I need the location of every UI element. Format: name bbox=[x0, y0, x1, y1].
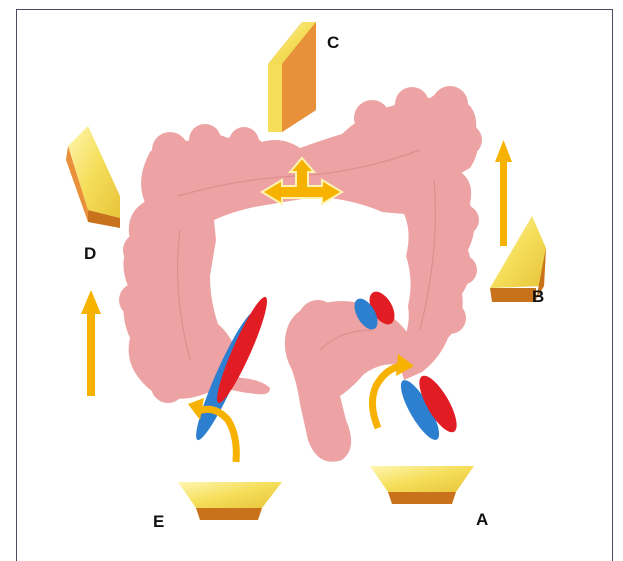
trocar-wedge-icon bbox=[66, 126, 120, 228]
label-b: B bbox=[532, 287, 544, 307]
trocar-wedge-icon bbox=[370, 466, 474, 504]
trocar-wedge-icon bbox=[268, 22, 316, 132]
arrow-up-right bbox=[495, 140, 512, 246]
curved-arrow-left bbox=[188, 398, 236, 462]
label-c: C bbox=[327, 33, 339, 53]
arrow-up-left bbox=[81, 290, 101, 396]
label-e: E bbox=[153, 512, 164, 532]
label-d: D bbox=[84, 244, 96, 264]
label-a: A bbox=[476, 510, 488, 530]
trocar-wedge-icon bbox=[178, 482, 282, 520]
